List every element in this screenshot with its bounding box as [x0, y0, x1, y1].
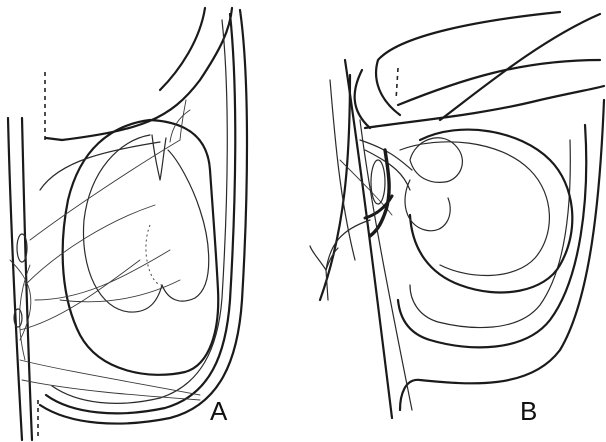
panel-b-drawing: B — [310, 12, 604, 426]
panel-a-drawing: A — [8, 8, 247, 440]
panel-b-label: B — [520, 396, 537, 426]
panel-a-label: A — [210, 396, 228, 426]
